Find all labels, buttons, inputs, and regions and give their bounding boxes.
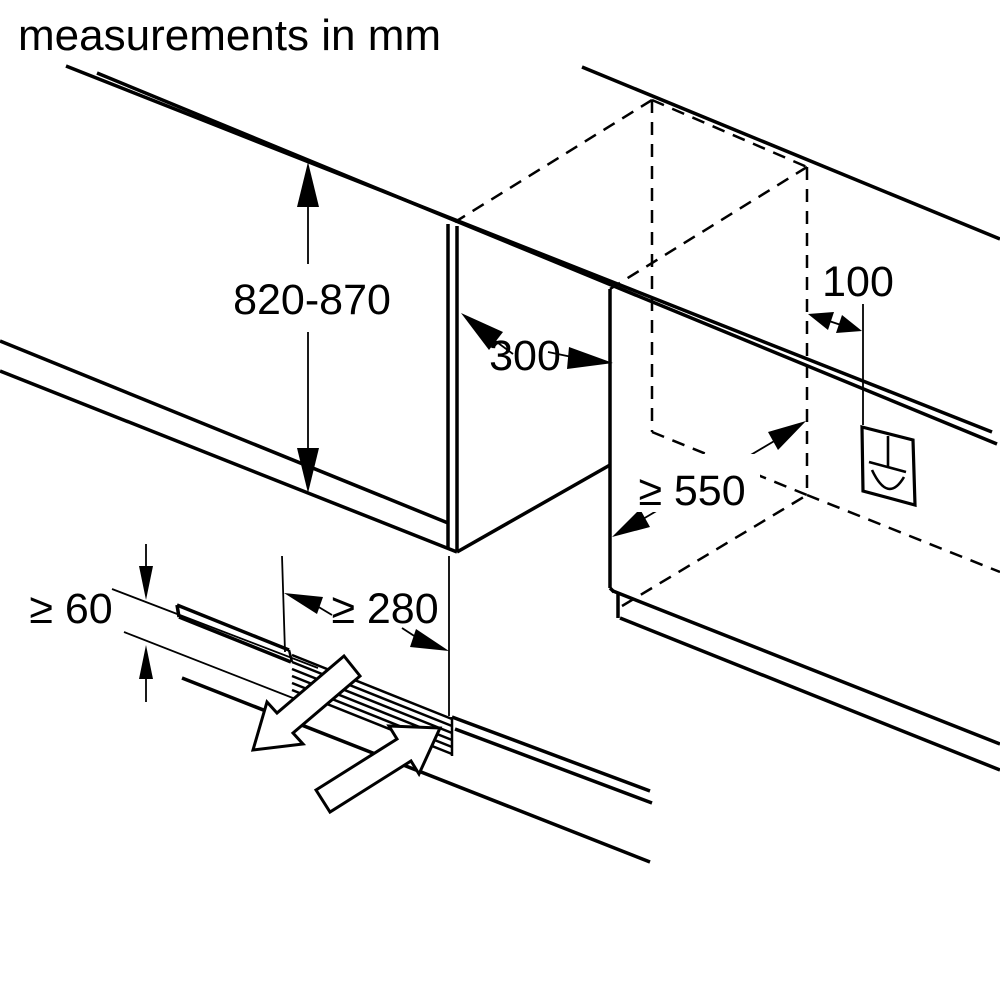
arrow-up-icon [297,162,319,207]
dimension-socket-distance: 100 [808,258,894,425]
arrow-right-icon [567,347,613,369]
arrow-up-icon [139,645,153,679]
page-title: measurements in mm [18,11,441,60]
arrow-upleft-icon [461,313,503,350]
arrow-down-icon [297,448,319,493]
airflow-out-arrow [250,653,363,752]
plinth-board-right [451,715,653,805]
worktop-front-edge [65,64,998,446]
label-mask [626,454,760,512]
dimension-plinth-height: ≥ 60 [29,544,153,702]
arrow-down-icon [139,566,153,600]
dimension-niche-depth: ≥ 550 [612,421,806,537]
vent-width-label: ≥ 280 [331,585,438,633]
niche-height-label: 820-870 [233,276,391,324]
left-cabinet [0,224,459,554]
arrow-downleft-icon [612,509,650,537]
dimension-vent-width: ≥ 280 [281,555,450,716]
arrow-right-icon [836,315,862,333]
airflow-in-arrow [313,724,443,815]
arrow-upright-icon [768,421,806,450]
arrow-left-icon [808,312,834,330]
niche-width-label: 300 [489,332,561,380]
niche-dashed-outline [454,98,1000,608]
plinth-detail: ≥ 60 ≥ 280 [29,544,653,864]
plinth-board-left [175,603,292,664]
power-socket-icon [860,424,917,508]
dimension-niche-width: 300 [461,313,613,380]
socket-distance-label: 100 [822,258,894,306]
dimension-niche-height: 820-870 [233,162,391,493]
arrow-left-icon [284,593,323,614]
right-cabinet [608,289,1000,772]
arrow-right-icon [410,629,449,651]
niche-depth-label: ≥ 550 [638,467,745,515]
plinth-height-label: ≥ 60 [29,585,112,633]
wall-edge [581,65,1000,241]
niche-floor-edge [456,463,611,554]
